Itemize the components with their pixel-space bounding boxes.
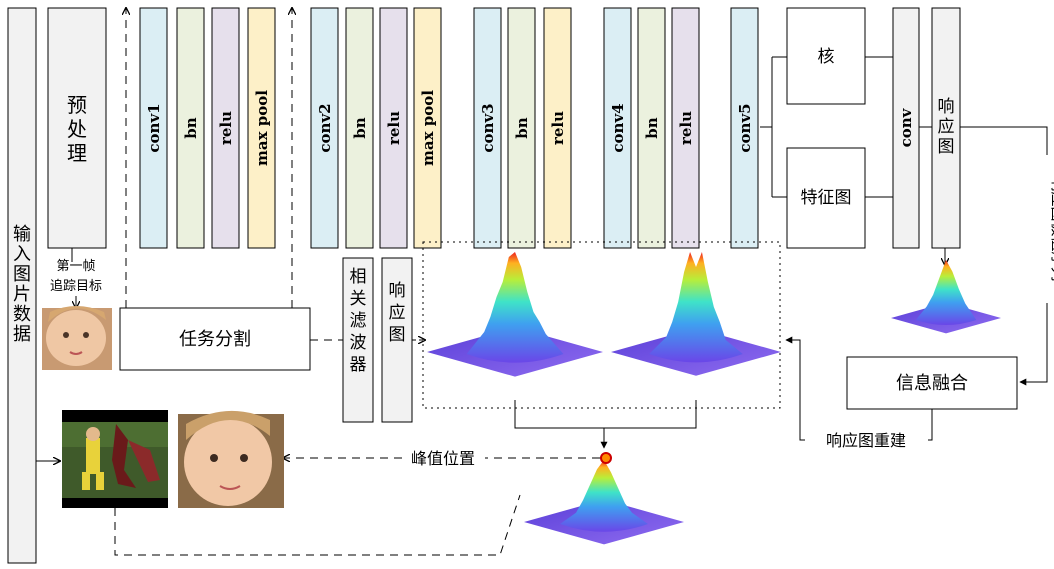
conv-final-label: conv xyxy=(897,107,915,147)
input-label-char: 据 xyxy=(13,324,31,345)
kernel-label: 核 xyxy=(818,47,835,67)
layer-relu-box xyxy=(211,7,240,249)
layer-bn-box xyxy=(507,7,536,249)
first-frame-label-1: 第一帧 xyxy=(56,259,95,274)
layer-conv4-box xyxy=(603,7,632,249)
response-map-box xyxy=(931,7,961,249)
layer-conv4-label: conv4 xyxy=(609,103,627,152)
response-peak-1 xyxy=(427,252,603,377)
response-map-char: 响 xyxy=(938,97,955,117)
layer-conv1-label: conv1 xyxy=(145,103,163,152)
corr-filter-char: 波 xyxy=(350,333,367,353)
response-peak-2 xyxy=(611,252,781,376)
layer-max-pool-label: max pool xyxy=(419,90,437,166)
layer-conv2-label: conv2 xyxy=(316,103,334,152)
response-map-char: 图 xyxy=(938,137,955,157)
preprocess-label: 预处理 xyxy=(67,93,87,165)
corr-filter-char: 关 xyxy=(350,289,367,309)
first-frame-label-2: 追踪目标 xyxy=(50,278,102,294)
layer-conv3-box xyxy=(473,7,502,249)
rebuild-label: 响应图重建 xyxy=(826,431,906,450)
conv-final-box xyxy=(892,7,920,249)
input-label-char: 图 xyxy=(13,264,31,285)
peak-position-label: 峰值位置 xyxy=(411,449,475,468)
feature-map-label: 特征图 xyxy=(801,188,852,208)
layer-conv1-box xyxy=(139,7,168,249)
layer-max-pool-label: max pool xyxy=(253,90,271,166)
layer-conv5-label: conv5 xyxy=(736,103,754,152)
layer-bn-box xyxy=(176,7,205,249)
layer-relu-label: relu xyxy=(217,111,235,145)
response-map-label-2: 响应图 xyxy=(389,281,406,345)
layer-relu-label: relu xyxy=(385,111,403,145)
layer-bn-label: bn xyxy=(182,117,200,138)
peak-point xyxy=(600,452,612,464)
response-map-2-char: 响 xyxy=(389,281,406,301)
layer-bn-box xyxy=(637,7,666,249)
layer-conv3-label: conv3 xyxy=(479,103,497,152)
response-seq-text: 响应图极值序列 xyxy=(1049,176,1054,281)
layer-relu-label: relu xyxy=(677,111,695,145)
response-map-2-char: 图 xyxy=(389,325,406,345)
response-maps-container xyxy=(422,241,781,409)
layer-relu-label: relu xyxy=(549,111,567,145)
task-split-label: 任务分割 xyxy=(179,329,251,350)
layer-relu-box xyxy=(543,7,572,249)
fused-response-peak xyxy=(524,460,684,545)
kernel-box xyxy=(786,7,866,105)
input-label-char: 输 xyxy=(13,224,31,245)
tracked-target-image xyxy=(178,410,284,508)
layer-max-pool-box xyxy=(413,7,442,249)
layer-bn-label: bn xyxy=(513,117,531,138)
layer-bn-label: bn xyxy=(351,117,369,138)
corr-filter-char: 器 xyxy=(350,355,367,375)
response-peak-small xyxy=(891,260,1001,334)
layer-max-pool-box xyxy=(247,7,276,249)
input-label-char: 数 xyxy=(13,304,31,325)
first-frame-target-image xyxy=(42,306,112,370)
input-label-char: 片 xyxy=(13,284,31,305)
preprocess-char: 处 xyxy=(67,117,87,141)
response-map-box-2 xyxy=(381,257,413,423)
layer-relu-box xyxy=(671,7,700,249)
response-map-char: 应 xyxy=(938,117,955,137)
info-fusion-box xyxy=(846,356,1018,410)
corr-filter-char: 相 xyxy=(350,267,367,287)
preprocess-char: 预 xyxy=(67,93,87,117)
input-label-char: 入 xyxy=(13,244,31,265)
info-fusion-label: 信息融合 xyxy=(896,373,968,394)
response-map-2-char: 应 xyxy=(389,303,406,323)
layer-bn-box xyxy=(345,7,374,249)
layer-conv2-box xyxy=(310,7,339,249)
task-split-box xyxy=(119,307,311,371)
corr-filter-box xyxy=(342,257,374,423)
response-map-label: 响应图 xyxy=(938,97,955,157)
layer-conv5-box xyxy=(730,7,759,249)
corr-filter-char: 滤 xyxy=(350,311,367,331)
preprocess-box xyxy=(47,7,107,249)
feature-map-box xyxy=(786,147,866,249)
layer-bn-label: bn xyxy=(643,117,661,138)
layer-relu-box xyxy=(379,7,408,249)
input-data-box xyxy=(7,7,37,564)
video-frame-image xyxy=(62,410,168,508)
response-seq-label: 响应图极值序列 xyxy=(1036,155,1054,303)
preprocess-char: 理 xyxy=(67,141,87,165)
